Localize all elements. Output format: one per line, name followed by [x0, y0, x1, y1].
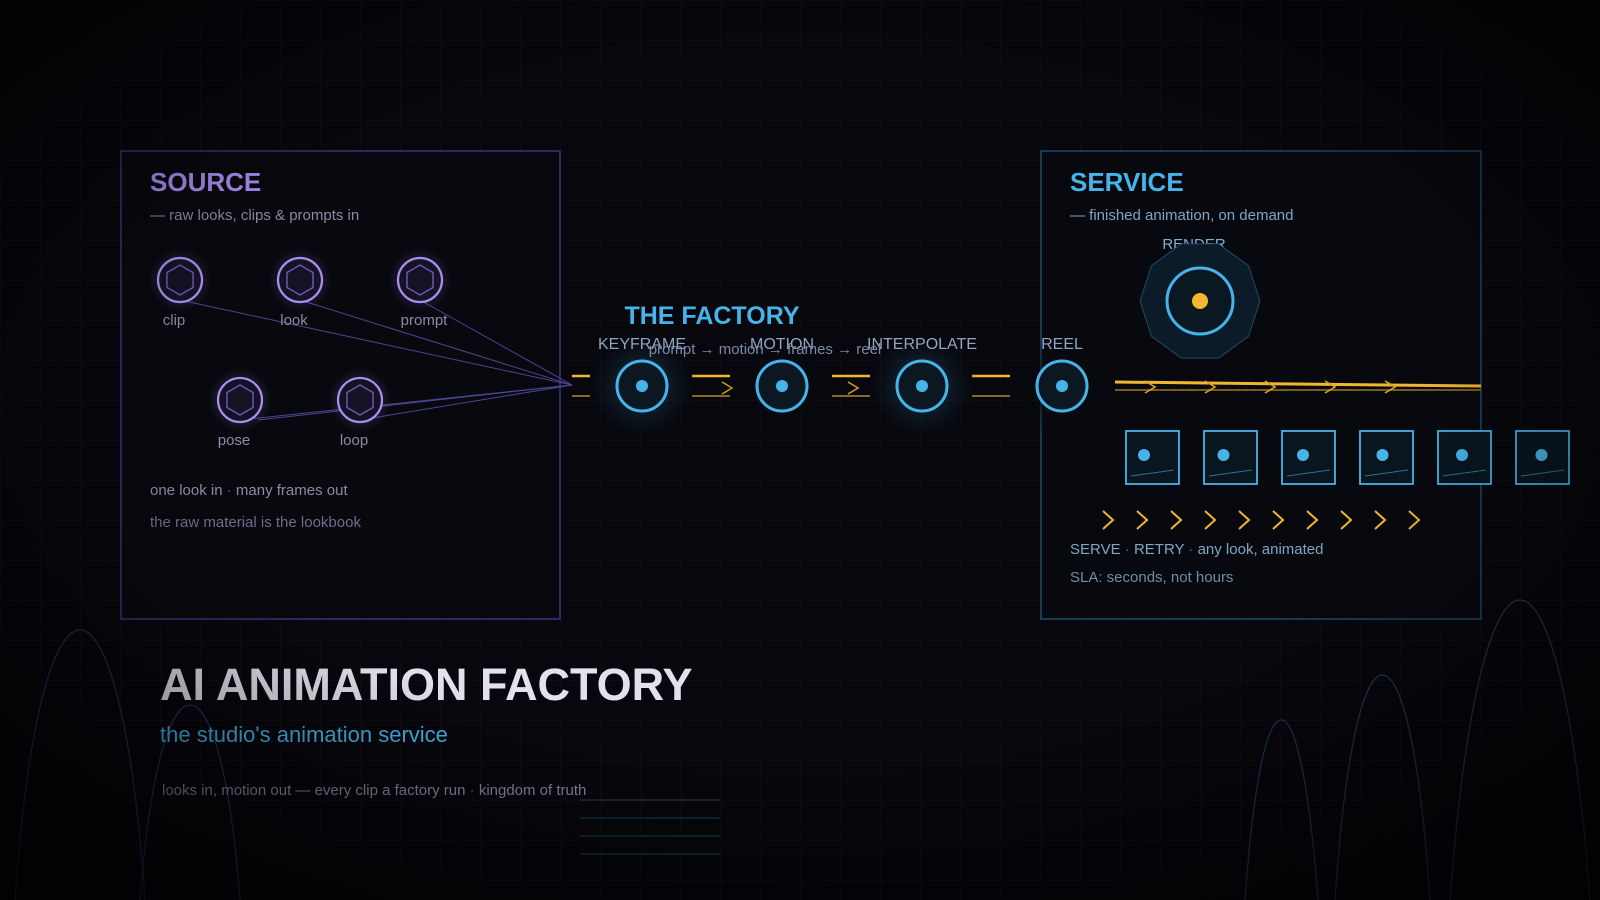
service-title: SERVICE — [1070, 167, 1184, 197]
stage-core — [636, 380, 648, 392]
stage-reel: REEL — [1008, 332, 1116, 440]
frame-icon — [1515, 430, 1570, 485]
source-node-label: prompt — [401, 312, 449, 329]
stage-label: REEL — [1041, 336, 1083, 353]
service-footer: SERVE · RETRY · any look, animated — [1070, 541, 1324, 558]
stage-label: INTERPOLATE — [867, 336, 977, 353]
source-node-label: loop — [340, 432, 368, 449]
stage-core — [1056, 380, 1068, 392]
frame-dot — [1456, 449, 1468, 461]
source-subtitle: — raw looks, clips & prompts in — [150, 207, 359, 224]
frame-icon — [1125, 430, 1180, 485]
factory-subtitle: prompt → motion → frames → reel — [649, 341, 882, 358]
hero-subtitle: the studio's animation service — [160, 722, 448, 747]
frame-icon — [1281, 430, 1336, 485]
factory-title: THE FACTORY — [624, 302, 799, 330]
hero-tagline: looks in, motion out — every clip a fact… — [162, 782, 586, 799]
stage-core — [916, 380, 928, 392]
render-core-icon — [1139, 243, 1261, 359]
service-subtitle: — finished animation, on demand — [1070, 207, 1293, 224]
frame-dot — [1217, 449, 1230, 461]
stage-interpolate: INTERPOLATE — [867, 332, 977, 440]
frame-dot — [1376, 449, 1389, 461]
source-note-b: the raw material is the lookbook — [150, 514, 361, 531]
source-panel: SOURCE — raw looks, clips & prompts in c… — [120, 150, 573, 620]
frame-dot — [1297, 449, 1309, 461]
source-note-a: one look in · many frames out — [150, 482, 348, 499]
frame-icon — [1359, 430, 1414, 485]
source-node-label: pose — [218, 432, 251, 449]
frame-dot — [1535, 449, 1548, 461]
frame-icon — [1437, 430, 1492, 485]
frame-icon — [1203, 430, 1258, 485]
source-title: SOURCE — [150, 167, 261, 197]
service-sla: SLA: seconds, not hours — [1070, 569, 1233, 586]
frame-dot — [1138, 449, 1150, 461]
stage-core — [776, 380, 788, 392]
source-node-label: look — [280, 312, 308, 329]
source-node-label: clip — [163, 312, 186, 329]
hero-title: AI ANIMATION FACTORY — [160, 659, 693, 710]
